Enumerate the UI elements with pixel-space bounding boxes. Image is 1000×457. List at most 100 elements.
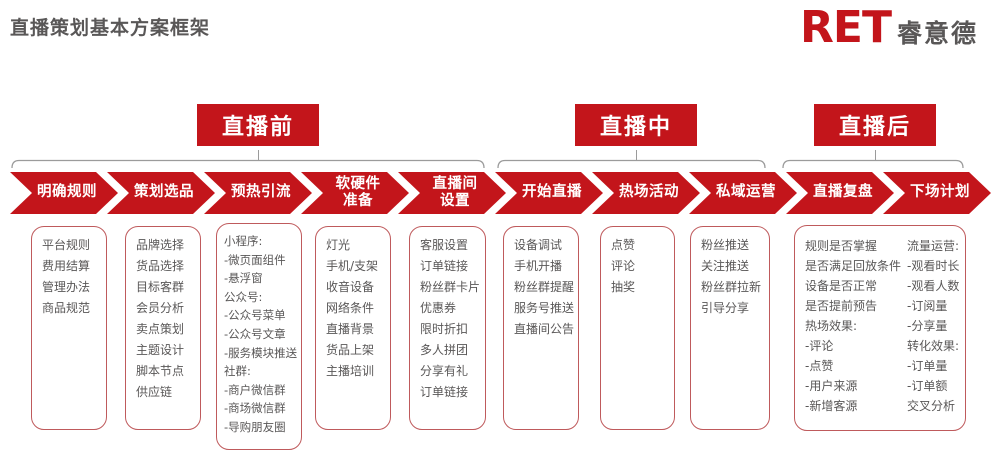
list-item: 管理办法 — [42, 280, 91, 294]
list-item: -评论 — [805, 339, 834, 353]
list-item: 货品选择 — [136, 259, 185, 273]
stage-arrow-label: 下场计划 — [910, 184, 970, 201]
banner-connector-line — [636, 150, 637, 161]
list-item: 客服设置 — [420, 238, 469, 252]
list-item: 粉丝群拉新 — [701, 280, 762, 294]
stage-arrow-label: 预热引流 — [231, 184, 291, 201]
list-item: 社群: — [224, 364, 251, 379]
list-item: -点赞 — [805, 359, 834, 373]
list-item: 脚本节点 — [136, 364, 185, 378]
brace-before-live — [11, 159, 485, 169]
stage-box-rules: 平台规则费用结算管理办法商品规范 — [31, 226, 107, 430]
list-item: 流量运营: — [907, 239, 960, 253]
stage-arrow-label: 直播间 设置 — [432, 175, 478, 209]
banner-connector-line — [258, 150, 259, 161]
list-item: -订单额 — [907, 379, 948, 393]
stage-arrow-room-setup: 直播间 设置 — [398, 172, 506, 214]
brace-after-live — [782, 159, 964, 169]
stage-arrow-activities: 热场活动 — [592, 172, 700, 214]
list-item: -观看人数 — [907, 279, 960, 293]
list-item: 点赞 — [611, 238, 636, 252]
stage-box-warmup: 小程序: -微页面组件 -悬浮窗公众号: -公众号菜单 -公众号文章 -服务模块推送社群:… — [216, 223, 302, 450]
list-item: -用户来源 — [805, 379, 858, 393]
list-item: 会员分析 — [136, 301, 185, 315]
list-item: 卖点策划 — [136, 322, 185, 336]
list-item: 商品规范 — [42, 301, 91, 315]
list-item: 公众号: — [224, 289, 263, 304]
phase-banner-after-live: 直播后 — [814, 104, 936, 146]
list-item: 目标客群 — [136, 280, 185, 294]
phase-banner-before-live: 直播前 — [197, 104, 319, 146]
list-item: 粉丝群卡片 — [420, 280, 481, 294]
list-item: 主题设计 — [136, 343, 185, 357]
list-item: 规则是否掌握 — [805, 239, 878, 253]
review-box-right-column: 流量运营:-观看时长-观看人数-订阅量-分享量转化效果:-订单量-订单额交叉分析 — [907, 236, 959, 426]
stage-box-hardware: 灯光手机/支架收音设备网络条件直播背景货品上架主播培训 — [315, 226, 391, 430]
list-item: 手机/支架 — [326, 259, 379, 273]
list-item: 交叉分析 — [907, 399, 956, 413]
list-item: 设备调试 — [514, 238, 563, 252]
list-item: 热场效果: — [805, 319, 858, 333]
stage-box-activities: 点赞评论抽奖 — [600, 226, 675, 430]
review-box-left-column: 规则是否掌握是否满足回放条件设备是否正常是否提前预告热场效果: -评论 -点赞 -用户… — [805, 236, 903, 426]
list-item: 粉丝群提醒 — [514, 280, 575, 294]
list-item: -导购朋友圈 — [224, 419, 286, 434]
list-item: -微页面组件 — [224, 252, 286, 267]
list-item: 收音设备 — [326, 280, 375, 294]
stage-arrow-private: 私域运营 — [689, 172, 797, 214]
stage-arrow-label: 私域运营 — [716, 184, 776, 201]
list-item: -商户微信群 — [224, 382, 286, 397]
list-item: 是否提前预告 — [805, 299, 878, 313]
logo-chinese-text: 睿意德 — [896, 19, 978, 48]
list-item: 订单链接 — [420, 259, 469, 273]
stage-arrow-rules: 明确规则 — [10, 172, 118, 214]
list-item: -服务模块推送 — [224, 345, 298, 360]
stage-arrow-warmup: 预热引流 — [204, 172, 312, 214]
stage-box-selection: 品牌选择货品选择目标客群会员分析卖点策划主题设计脚本节点供应链 — [125, 226, 201, 430]
stage-arrow-review: 直播复盘 — [786, 172, 894, 214]
list-item: 设备是否正常 — [805, 279, 878, 293]
list-item: 限时折扣 — [420, 322, 469, 336]
page-title: 直播策划基本方案框架 — [10, 17, 211, 39]
list-item: 网络条件 — [326, 301, 375, 315]
list-item: 评论 — [611, 259, 636, 273]
company-logo: RET 睿意德 — [800, 6, 978, 50]
stage-arrow-selection: 策划选品 — [107, 172, 215, 214]
list-item: 品牌选择 — [136, 238, 185, 252]
stage-arrow-next-plan: 下场计划 — [883, 172, 991, 214]
stage-arrow-label: 明确规则 — [37, 184, 97, 201]
list-item: 小程序: — [224, 234, 263, 248]
list-item: -订单量 — [907, 359, 948, 373]
stage-arrow-label: 软硬件 准备 — [335, 175, 381, 209]
list-item: 优惠券 — [420, 301, 457, 315]
list-item: 引导分享 — [701, 301, 750, 315]
list-item: 手机开播 — [514, 259, 563, 273]
logo-ret-text: RET — [800, 2, 892, 53]
stage-arrow-label: 热场活动 — [619, 184, 679, 201]
stage-arrow-label: 策划选品 — [134, 184, 194, 201]
list-item: 分享有礼 — [420, 364, 469, 378]
phase-banner-during-live: 直播中 — [575, 104, 697, 146]
list-item: -分享量 — [907, 319, 948, 333]
banner-connector-line — [875, 150, 876, 161]
list-item: 平台规则 — [42, 238, 91, 252]
list-item: 费用结算 — [42, 259, 91, 273]
list-item: 粉丝推送 — [701, 238, 750, 252]
list-item: -观看时长 — [907, 259, 960, 273]
list-item: -公众号文章 — [224, 326, 286, 341]
list-item: -新增客源 — [805, 399, 858, 413]
stage-box-room-setup: 客服设置订单链接粉丝群卡片优惠券限时折扣多人拼团分享有礼订单链接 — [409, 226, 486, 430]
stage-arrow-start-live: 开始直播 — [495, 172, 603, 214]
stage-box-start-live: 设备调试手机开播粉丝群提醒服务号推送直播间公告 — [503, 226, 579, 430]
list-item: 多人拼团 — [420, 343, 469, 357]
list-item: 货品上架 — [326, 343, 375, 357]
list-item: -悬浮窗 — [224, 271, 263, 286]
stage-arrow-label: 直播复盘 — [813, 184, 873, 201]
stage-box-private: 粉丝推送关注推送粉丝群拉新引导分享 — [690, 226, 770, 430]
review-plan-box: 规则是否掌握是否满足回放条件设备是否正常是否提前预告热场效果: -评论 -点赞 -用户… — [794, 225, 966, 431]
list-item: 主播培训 — [326, 364, 375, 378]
list-item: -公众号菜单 — [224, 308, 286, 323]
list-item: 是否满足回放条件 — [805, 259, 902, 273]
list-item: 灯光 — [326, 238, 351, 252]
